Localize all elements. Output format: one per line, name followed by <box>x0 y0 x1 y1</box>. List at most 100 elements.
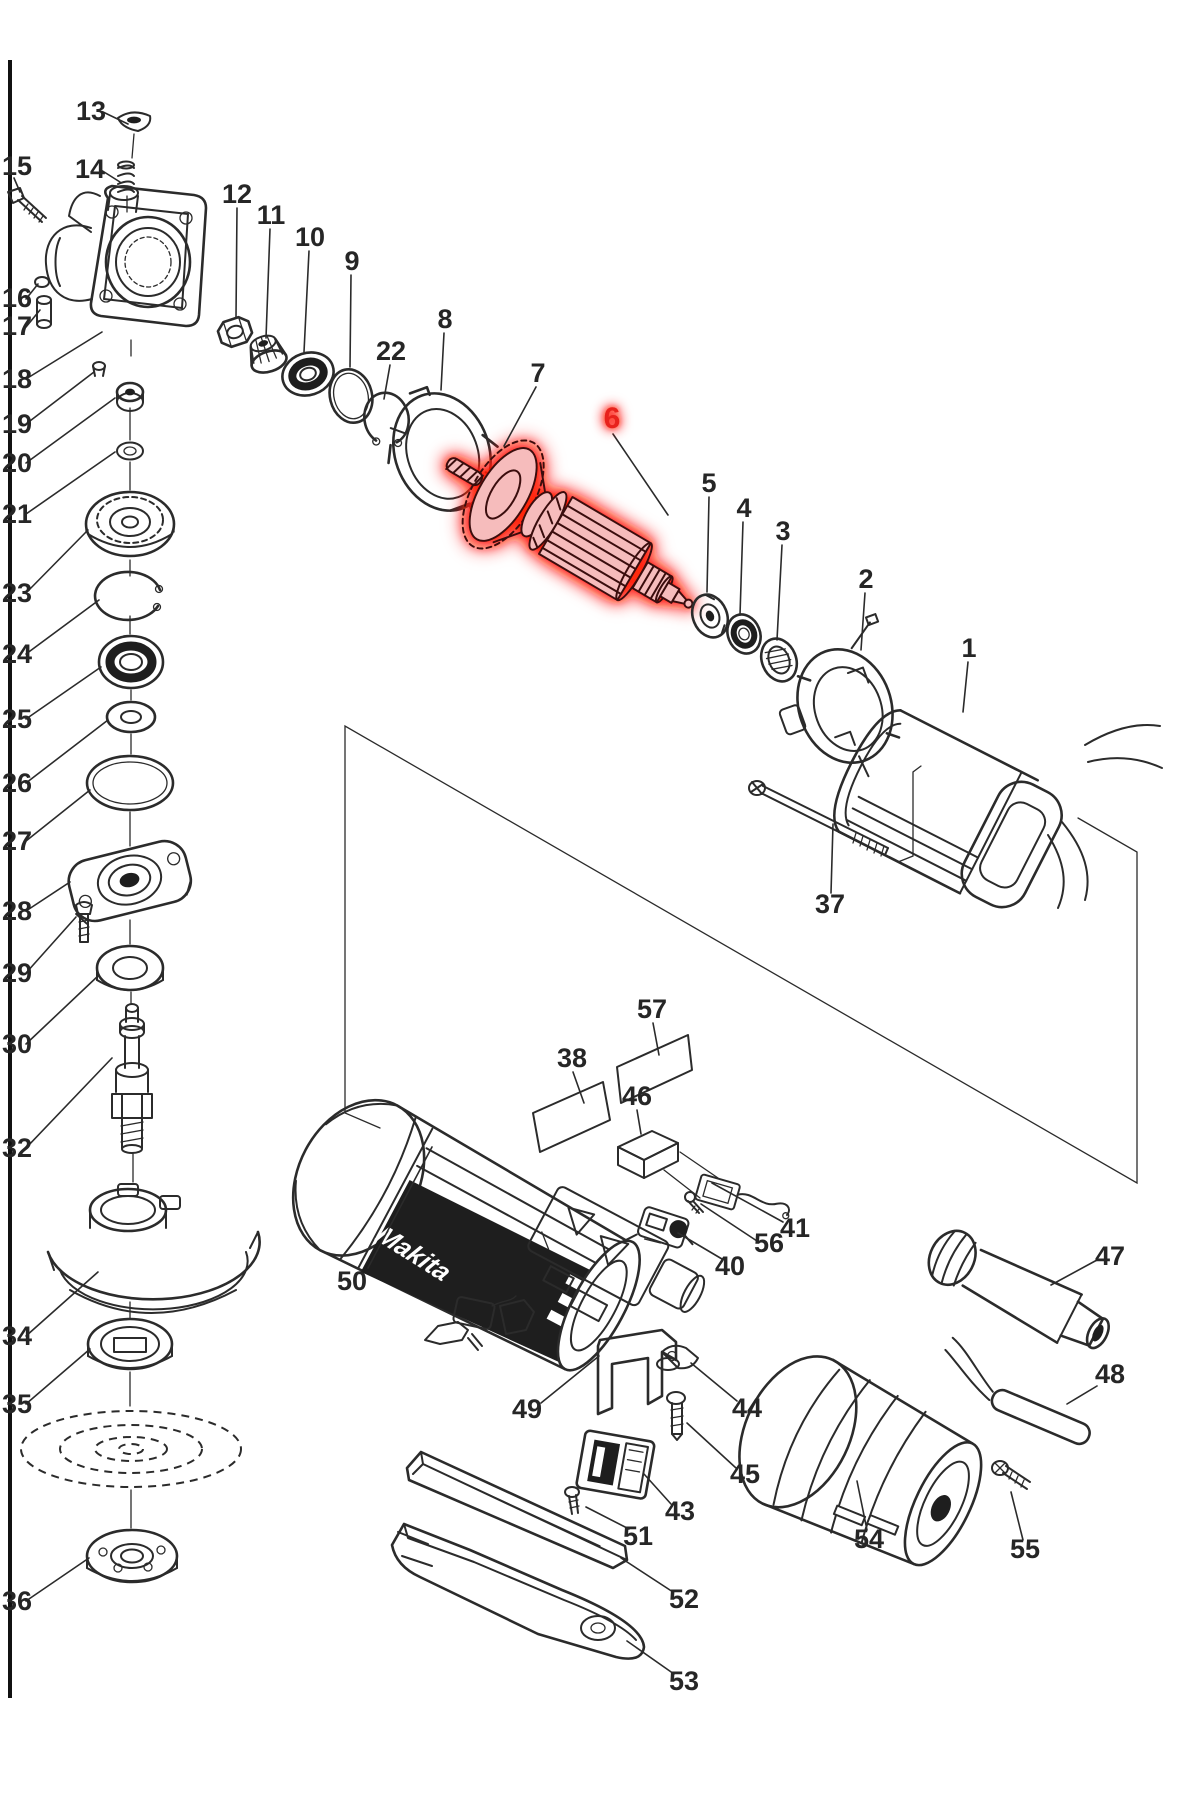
part-2-baffle-plate <box>778 613 901 778</box>
part-55-screw <box>991 1460 1031 1490</box>
part-36-lock-nut <box>85 1528 179 1584</box>
part-21-washer-hole <box>123 446 137 456</box>
part-label-37: 37 <box>815 889 845 919</box>
part-label-50: 50 <box>337 1266 367 1296</box>
part-label-44: 44 <box>732 1393 762 1423</box>
part-label-38: 38 <box>557 1043 587 1073</box>
part-label-16: 16 <box>2 283 32 313</box>
part-34-wheel-guard <box>46 1183 261 1314</box>
part-48-cord-sleeve <box>944 1336 1091 1446</box>
leader-lines <box>13 111 1098 1675</box>
part-label-56: 56 <box>754 1228 784 1258</box>
part-9-o-ring <box>328 368 374 424</box>
part-label-35: 35 <box>2 1389 32 1419</box>
part-22-circlip <box>363 391 410 448</box>
part-label-52: 52 <box>669 1584 699 1614</box>
part-label-41: 41 <box>780 1213 810 1243</box>
part-label-53: 53 <box>669 1666 699 1696</box>
part-label-30: 30 <box>2 1029 32 1059</box>
part-28-bearing-box <box>67 839 193 925</box>
grinding-wheel-dashed <box>20 1410 242 1488</box>
part-label-20: 20 <box>2 448 32 478</box>
part-30-felt-ring <box>95 944 165 992</box>
part-label-18: 18 <box>2 364 32 394</box>
part-label-36: 36 <box>2 1586 32 1616</box>
part-label-14: 14 <box>75 154 105 184</box>
part-label-55: 55 <box>1010 1534 1040 1564</box>
part-5-flanged-bearing <box>690 593 730 639</box>
part-46-capacitor <box>617 1130 719 1199</box>
part-35-inner-flange <box>86 1317 174 1371</box>
part-label-25: 25 <box>2 704 32 734</box>
part-20-bushing <box>115 381 145 412</box>
part-4-ball-bearing <box>726 613 762 655</box>
part-number-labels: 13 14 15 16 17 18 19 20 21 23 24 25 26 2… <box>2 96 1125 1696</box>
part-54-rear-cover <box>738 1355 983 1567</box>
part-14-spring <box>117 160 135 193</box>
part-label-43: 43 <box>665 1496 695 1526</box>
part-56-screw <box>684 1191 704 1214</box>
part-6-armature-highlighted <box>445 439 694 609</box>
part-label-48: 48 <box>1095 1359 1125 1389</box>
axis-lines-left <box>126 133 135 1529</box>
part-label-26: 26 <box>2 768 32 798</box>
part-25-ball-bearing <box>97 634 165 690</box>
part-21-washer <box>116 441 144 461</box>
part-label-57: 57 <box>637 994 667 1024</box>
part-label-4: 4 <box>736 493 751 523</box>
part-label-3: 3 <box>775 516 790 546</box>
part-label-2: 2 <box>858 564 873 594</box>
part-1-field-coil <box>832 709 1063 909</box>
part-49-bracket <box>596 1328 678 1416</box>
part-43-switch-block <box>575 1429 656 1500</box>
part-label-45: 45 <box>730 1459 760 1489</box>
part-19-pin <box>92 361 106 377</box>
part-13-cap <box>117 111 152 132</box>
part-15-screw <box>7 187 47 223</box>
part-label-7: 7 <box>530 358 545 388</box>
part-52-slide-bar <box>405 1450 629 1570</box>
part-label-13: 13 <box>76 96 106 126</box>
part-38-nameplate <box>532 1081 611 1153</box>
part-24-circlip <box>93 570 164 622</box>
part-label-27: 27 <box>2 826 32 856</box>
part-label-19: 19 <box>2 409 32 439</box>
part-label-8: 8 <box>437 304 452 334</box>
part-17-pin <box>36 295 52 329</box>
part-label-5: 5 <box>701 468 716 498</box>
part-29-screw <box>75 901 93 943</box>
part-23-bevel-gear <box>84 490 176 558</box>
part-53-lockoff-lever <box>390 1522 646 1660</box>
part-16-pin <box>34 276 50 288</box>
part-label-21: 21 <box>2 499 32 529</box>
assembly-bracket <box>897 765 922 863</box>
part-label-1: 1 <box>961 633 976 663</box>
small-parts-cluster <box>424 1295 535 1351</box>
part-label-28: 28 <box>2 896 32 926</box>
part-label-17: 17 <box>2 311 32 341</box>
page-border-line <box>8 60 12 1698</box>
part-label-12: 12 <box>222 179 252 209</box>
part-3-sleeve <box>759 637 799 683</box>
part-label-22: 22 <box>376 336 406 366</box>
part-label-34: 34 <box>2 1321 32 1351</box>
part-label-24: 24 <box>2 639 32 669</box>
part-44-lever <box>656 1344 699 1371</box>
part-26-washer <box>105 700 157 734</box>
part-label-54: 54 <box>854 1524 884 1554</box>
part-label-10: 10 <box>295 222 325 252</box>
part-label-47: 47 <box>1095 1241 1125 1271</box>
part-label-46: 46 <box>622 1081 652 1111</box>
part-label-29: 29 <box>2 958 32 988</box>
part-label-51: 51 <box>623 1521 653 1551</box>
part-32-spindle <box>111 1003 153 1154</box>
part-11-pinion-gear <box>249 334 288 374</box>
part-label-32: 32 <box>2 1133 32 1163</box>
part-47-side-handle <box>927 1229 1110 1350</box>
part-45-screw <box>666 1391 686 1441</box>
part-41-brush-holder <box>694 1173 790 1220</box>
gear-housing-drawing <box>44 184 208 328</box>
field-lead-wires <box>1047 724 1163 909</box>
